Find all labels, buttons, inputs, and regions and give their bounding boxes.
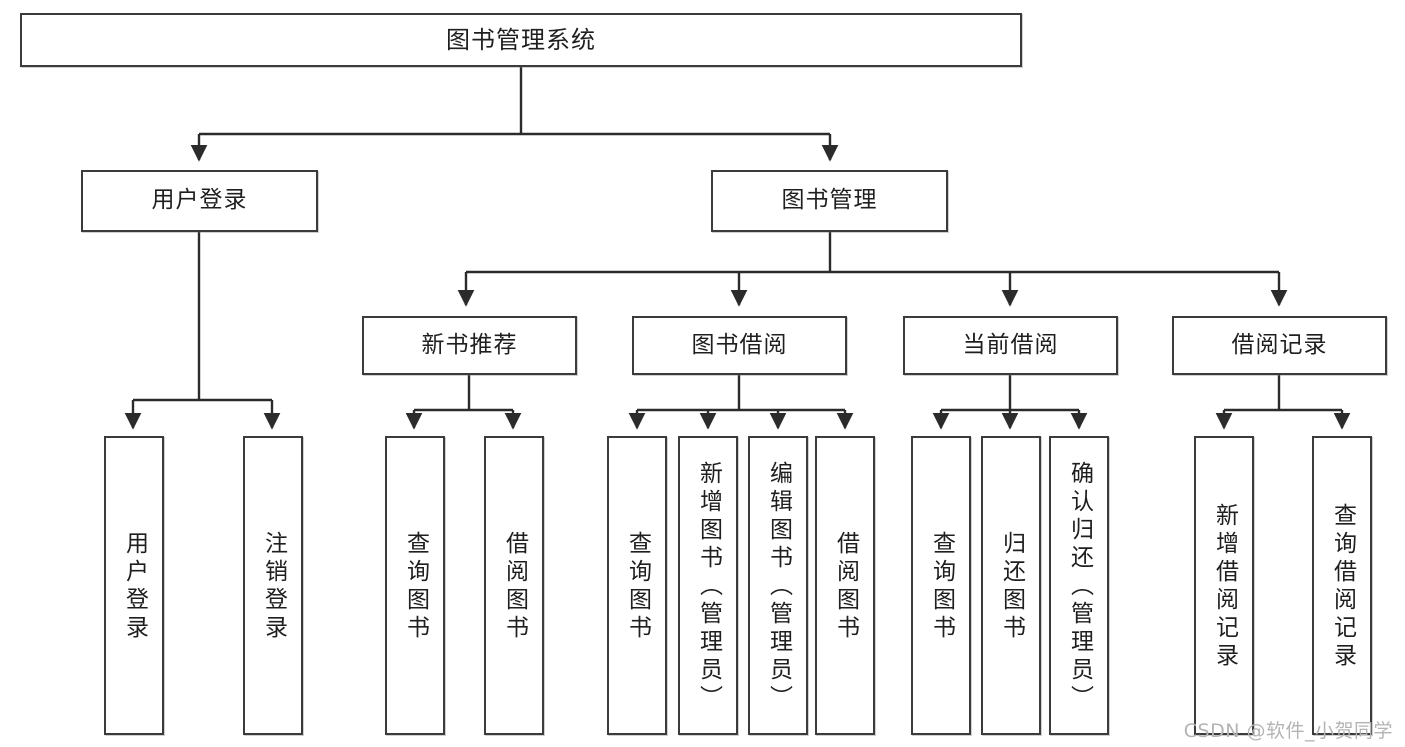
node-book-manage[interactable]: 图书管理: [711, 170, 948, 232]
leaf-query-book-1[interactable]: 查询图书: [385, 436, 445, 735]
node-label: 图书管理系统: [446, 25, 596, 54]
node-new-book-rec[interactable]: 新书推荐: [362, 316, 577, 375]
leaf-confirm-return[interactable]: 确认归还（管理员）: [1049, 436, 1109, 735]
csdn-watermark: CSDN @软件_小贺同学: [1183, 720, 1393, 742]
node-label: 借阅图书: [501, 530, 528, 643]
node-borrow-record[interactable]: 借阅记录: [1172, 316, 1387, 375]
node-label: 图书管理: [781, 187, 878, 214]
node-book-borrow[interactable]: 图书借阅: [632, 316, 847, 375]
leaf-add-book[interactable]: 新增图书（管理员）: [678, 436, 738, 735]
node-label: 归还图书: [998, 530, 1025, 643]
node-label: 注销登录: [260, 530, 287, 643]
node-label: 新增借阅记录: [1211, 502, 1238, 671]
leaf-edit-book[interactable]: 编辑图书（管理员）: [748, 436, 808, 735]
node-label: 借阅图书: [832, 530, 859, 643]
node-label: 确认归还（管理员）: [1066, 460, 1093, 713]
node-label: 查询图书: [624, 530, 651, 643]
node-user-login[interactable]: 用户登录: [81, 170, 318, 232]
node-label: 用户登录: [151, 187, 248, 214]
node-label: 当前借阅: [962, 331, 1059, 358]
leaf-query-book-2[interactable]: 查询图书: [607, 436, 667, 735]
node-label: 新增图书（管理员）: [695, 460, 722, 713]
node-label: 图书借阅: [691, 331, 788, 358]
node-root-system[interactable]: 图书管理系统: [20, 13, 1022, 67]
node-label: 查询图书: [928, 530, 955, 643]
node-label: 查询借阅记录: [1329, 502, 1356, 671]
node-label: 用户登录: [121, 530, 148, 643]
leaf-borrow-book-1[interactable]: 借阅图书: [484, 436, 544, 735]
leaf-query-record[interactable]: 查询借阅记录: [1312, 436, 1372, 735]
node-label: 新书推荐: [421, 331, 518, 358]
node-label: 借阅记录: [1231, 331, 1328, 358]
leaf-add-record[interactable]: 新增借阅记录: [1194, 436, 1254, 735]
leaf-logout-login[interactable]: 注销登录: [243, 436, 303, 735]
leaf-return-book[interactable]: 归还图书: [981, 436, 1041, 735]
leaf-user-login[interactable]: 用户登录: [104, 436, 164, 735]
node-current-borrow[interactable]: 当前借阅: [903, 316, 1118, 375]
node-label: 编辑图书（管理员）: [765, 460, 792, 713]
leaf-query-book-3[interactable]: 查询图书: [911, 436, 971, 735]
node-label: 查询图书: [402, 530, 429, 643]
leaf-borrow-book-2[interactable]: 借阅图书: [815, 436, 875, 735]
